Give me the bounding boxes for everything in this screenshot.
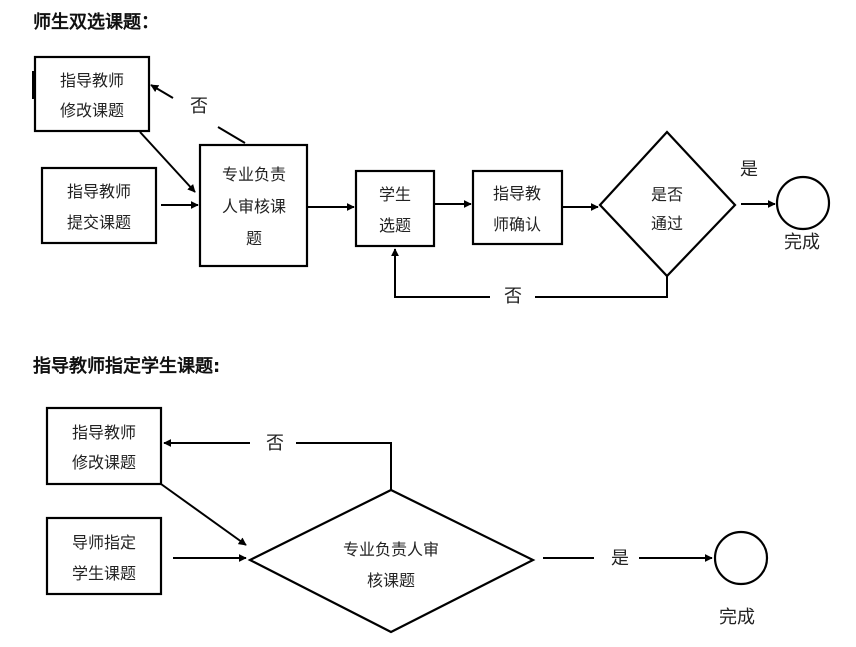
- section2-title: 指导教师指定学生课题:: [33, 355, 220, 377]
- node-teacher-modify-2: 指导教师 修改课题: [45, 406, 163, 486]
- node-teacher-submit-line2: 提交课题: [67, 213, 131, 232]
- edge-modify-to-review: [139, 131, 196, 193]
- node-teacher-assign-line1: 导师指定: [72, 533, 136, 552]
- node-teacher-modify-2-line1: 指导教师: [72, 423, 136, 442]
- node-teacher-modify-2-line2: 修改课题: [72, 453, 136, 472]
- edge-decision-no-to-select: [391, 248, 490, 298]
- node-teacher-confirm-line2: 师确认: [493, 215, 541, 234]
- edge-label-review2-no: 否: [266, 433, 284, 454]
- node-director-review: 专业负责 人审核课 题: [198, 143, 309, 268]
- node-director-review-2: 专业负责人审 核课题: [247, 488, 536, 634]
- node-director-review-line1: 专业负责: [222, 165, 286, 184]
- node-director-review-line3: 题: [246, 229, 262, 248]
- edge-modify2-to-review2: [160, 483, 247, 546]
- node-teacher-assign: 导师指定 学生课题: [45, 516, 163, 596]
- node-director-review-2-line1: 专业负责人审: [343, 540, 439, 559]
- node-student-select-line1: 学生: [379, 185, 411, 204]
- edge-review2-no-segment: [296, 442, 392, 490]
- edge-review-no-segment: [217, 126, 246, 144]
- node-done-1-label: 完成: [784, 232, 820, 253]
- node-teacher-submit: 指导教师 提交课题: [40, 166, 158, 245]
- edge-label-pass-yes: 是: [740, 159, 758, 180]
- node-director-review-2-line2: 核课题: [367, 571, 415, 590]
- node-teacher-confirm-line1: 指导教: [493, 184, 541, 203]
- node-student-select-line2: 选题: [379, 216, 411, 235]
- edge-decision-no-segment: [535, 276, 668, 298]
- node-pass-decision-line2: 通过: [651, 214, 683, 233]
- edge-review-no-to-modify: [150, 84, 174, 99]
- node-teacher-modify-line2: 修改课题: [60, 101, 124, 120]
- node-teacher-assign-line2: 学生课题: [72, 564, 136, 583]
- node-teacher-modify-line1: 指导教师: [60, 71, 124, 90]
- node-done-1: 完成: [775, 175, 831, 253]
- node-student-select: 学生 选题: [354, 169, 436, 248]
- edge-label-review-no: 否: [190, 96, 208, 117]
- node-done-2-label: 完成: [719, 607, 755, 628]
- node-teacher-confirm: 指导教 师确认: [471, 169, 564, 246]
- section1-title: 师生双选课题：: [33, 11, 159, 33]
- node-teacher-submit-line1: 指导教师: [67, 182, 131, 201]
- node-pass-decision-line1: 是否: [651, 185, 683, 204]
- node-teacher-modify: 指导教师 修改课题: [33, 55, 151, 133]
- edge-label-review2-yes: 是: [611, 548, 629, 569]
- node-director-review-line2: 人审核课: [222, 197, 286, 216]
- edge-label-pass-no: 否: [504, 286, 522, 307]
- node-done-2: 完成: [713, 530, 769, 628]
- node-pass-decision: 是否 通过: [598, 130, 737, 278]
